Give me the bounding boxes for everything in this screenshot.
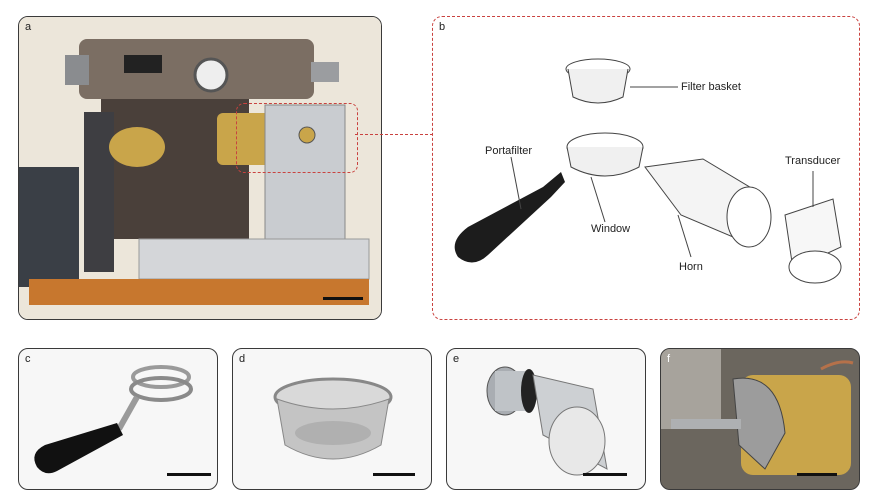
photo-panel-c: c [18,348,218,490]
photo-panel-d: d [232,348,432,490]
photo-panel-a: a [18,16,382,320]
panel-label-c: c [25,353,31,365]
portafilter-photo [34,365,193,474]
scale-bar-f [797,473,837,476]
panel-label-f: f [667,353,671,365]
annotation-portafilter: Portafilter [485,145,533,157]
scale-bar-d [373,473,415,476]
annotation-transducer: Transducer [785,155,841,167]
panel-label-d: d [239,353,246,365]
espresso-machine-photo [19,17,381,319]
transducer-photo [486,366,608,476]
scale-bar-c [167,473,211,476]
photo-panel-f: f [660,348,860,490]
zoom-region-marker [236,103,358,173]
filter-basket-photo [273,377,393,460]
scale-bar-a [323,297,363,300]
zoom-connector-line [355,134,433,135]
schematic-panel-b: b Filter basket Portafilter Transducer W… [432,16,860,320]
annotation-filter-basket: Filter basket [681,81,741,93]
annotation-window: Window [591,223,631,235]
panel-label-b: b [439,21,446,33]
portafilter-schematic [454,58,842,284]
scale-bar-e [583,473,627,476]
photo-panel-e: e [446,348,646,490]
panel-label-a: a [25,21,32,33]
mounted-horn-photo [661,349,859,489]
annotation-horn: Horn [679,261,703,273]
panel-label-e: e [453,353,460,365]
